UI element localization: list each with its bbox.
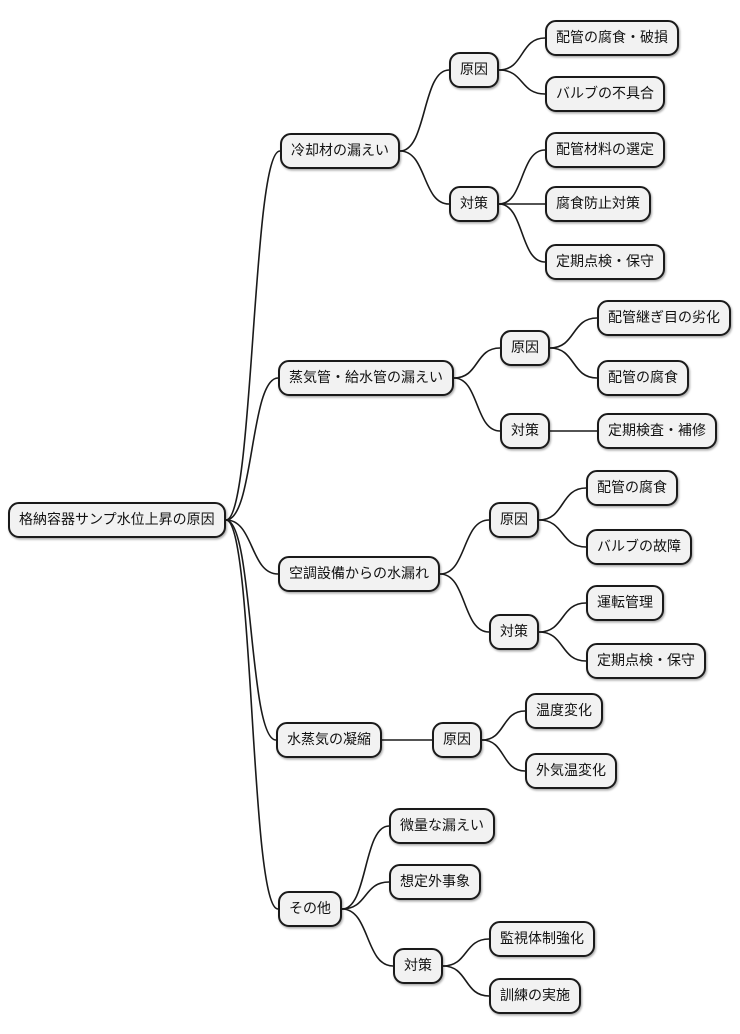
- node-pipe-material-selection[interactable]: 配管材料の選定: [545, 132, 665, 168]
- connector-line: [341, 825, 390, 910]
- node-training-implementation[interactable]: 訓練の実施: [489, 978, 581, 1014]
- node-unexpected-events[interactable]: 想定外事象: [389, 864, 481, 900]
- connector-line: [399, 69, 450, 152]
- node-periodic-inspection-maintenance-1[interactable]: 定期点検・保守: [545, 244, 665, 280]
- node-vapor-condensation[interactable]: 水蒸気の凝縮: [276, 722, 382, 758]
- connector-line: [225, 377, 279, 521]
- connector-line: [225, 519, 277, 741]
- node-coolant-causes[interactable]: 原因: [449, 52, 499, 88]
- connector-line: [498, 149, 546, 205]
- node-pipe-joint-deterioration[interactable]: 配管継ぎ目の劣化: [597, 300, 731, 336]
- node-temperature-change[interactable]: 温度変化: [525, 693, 603, 729]
- connector-line: [498, 69, 546, 95]
- connector-line: [225, 519, 279, 910]
- node-others-countermeasures[interactable]: 対策: [393, 948, 443, 984]
- node-root-title[interactable]: 格納容器サンプ水位上昇の原因: [8, 502, 226, 538]
- node-operation-management[interactable]: 運転管理: [586, 585, 664, 621]
- connector-line: [439, 573, 490, 633]
- node-steam-feedwater-pipe-leakage[interactable]: 蒸気管・給水管の漏えい: [278, 360, 454, 396]
- connector-line: [442, 938, 490, 967]
- node-valve-failure[interactable]: バルブの故障: [586, 529, 692, 565]
- connector-line: [538, 631, 587, 662]
- connector-line: [481, 739, 526, 772]
- node-vapor-causes[interactable]: 原因: [432, 722, 482, 758]
- node-corrosion-prevention[interactable]: 腐食防止対策: [545, 186, 651, 222]
- connector-line: [453, 347, 501, 379]
- node-steam-causes[interactable]: 原因: [500, 330, 550, 366]
- connector-line: [481, 710, 526, 741]
- node-hvac-countermeasures[interactable]: 対策: [489, 614, 539, 650]
- node-valve-malfunction[interactable]: バルブの不具合: [545, 76, 665, 112]
- node-trace-leakage[interactable]: 微量な漏えい: [389, 808, 495, 844]
- connector-line: [341, 908, 394, 967]
- connector-line: [498, 37, 546, 71]
- connector-line: [549, 317, 598, 349]
- connector-line: [538, 519, 587, 548]
- connector-line: [549, 347, 598, 379]
- connector-line: [498, 203, 546, 263]
- connector-line: [399, 150, 450, 205]
- connector-line: [442, 965, 490, 997]
- connector-line: [538, 487, 587, 521]
- node-hvac-water-leakage[interactable]: 空調設備からの水漏れ: [278, 556, 440, 592]
- node-coolant-countermeasures[interactable]: 対策: [449, 186, 499, 222]
- node-pipe-corrosion-steam[interactable]: 配管の腐食: [597, 360, 689, 396]
- connector-line: [538, 602, 587, 633]
- node-others[interactable]: その他: [278, 891, 342, 927]
- node-coolant-leakage[interactable]: 冷却材の漏えい: [280, 133, 400, 169]
- node-hvac-causes[interactable]: 原因: [489, 502, 539, 538]
- connector-line: [225, 519, 279, 575]
- node-outside-temperature-change[interactable]: 外気温変化: [525, 753, 617, 789]
- node-periodic-inspection-maintenance-2[interactable]: 定期点検・保守: [586, 643, 706, 679]
- node-steam-countermeasures[interactable]: 対策: [500, 413, 550, 449]
- connector-line: [439, 519, 490, 575]
- connector-line: [453, 377, 501, 432]
- node-pipe-corrosion-hvac[interactable]: 配管の腐食: [586, 470, 678, 506]
- connector-line: [341, 881, 390, 910]
- node-pipe-corrosion-damage[interactable]: 配管の腐食・破損: [545, 20, 679, 56]
- connector-line: [225, 150, 281, 521]
- node-periodic-inspection-repair[interactable]: 定期検査・補修: [597, 413, 717, 449]
- node-monitoring-enhancement[interactable]: 監視体制強化: [489, 921, 595, 957]
